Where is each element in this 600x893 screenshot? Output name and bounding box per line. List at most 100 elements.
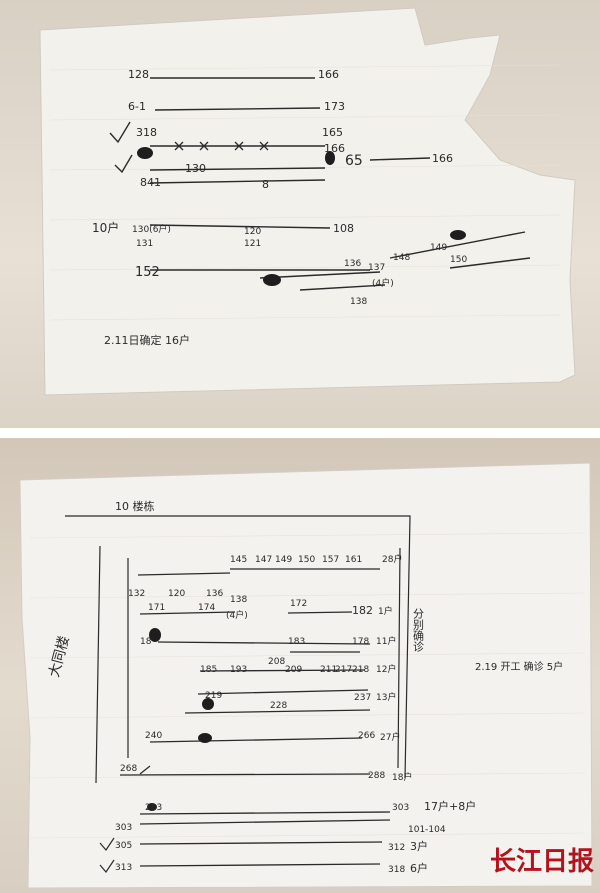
- top-row3-right: 165: [322, 126, 343, 139]
- top-line-9: [259, 271, 381, 279]
- bottom-sheet-drawing: 10 楼栋 大同楼 145 147 149 150 157 161 28户 13…: [19, 462, 593, 889]
- row2-tail: 1户: [378, 605, 393, 617]
- row11-left: 313: [115, 863, 132, 873]
- top-row6-left: 130(6户): [132, 223, 171, 235]
- top-line-10: [299, 284, 386, 291]
- top-row2-left: 6-1: [128, 100, 146, 113]
- row8-tail: 17户+8户: [424, 799, 476, 813]
- top-row7-right2: 137: [368, 263, 385, 273]
- row2-right: 182: [352, 604, 373, 617]
- row1-mid2: 136: [206, 589, 223, 599]
- check-mark-1: [109, 121, 131, 144]
- bottom-heading: 10 楼栋: [115, 499, 155, 513]
- row3-mid1: 183: [288, 637, 305, 647]
- ink-blot-3: [263, 274, 281, 286]
- row9-left: 303: [115, 823, 132, 833]
- row4-mid1: 193: [230, 665, 247, 675]
- row3-left: 18: [140, 637, 152, 647]
- top-line-2: [154, 107, 321, 111]
- top-row6-left2: 131: [136, 239, 153, 249]
- top-row7-far1: 148: [393, 253, 410, 263]
- top-line-7: [149, 224, 331, 229]
- top-row6-mid2: 121: [244, 239, 261, 249]
- bottom-note: 2.19 开工 确诊 5户: [475, 660, 563, 673]
- row4-mid3: 209: [285, 665, 302, 675]
- top-photo: 128 166 6-1 173 318 165 166 65 166 841 1…: [0, 0, 600, 428]
- top-sheet-drawing: 128 166 6-1 173 318 165 166 65 166 841 1…: [39, 7, 576, 396]
- row2-mid2: 172: [290, 599, 307, 609]
- top-row3-left: 318: [136, 126, 157, 139]
- top-row7-far3: 150: [450, 255, 467, 265]
- row6-left: 240: [145, 731, 162, 741]
- row0-mid2: 149: [275, 555, 292, 565]
- row10-tail: 3户: [410, 839, 428, 853]
- top-row5-left: 841: [140, 176, 161, 189]
- frame-inner-right: [397, 547, 401, 769]
- top-row5-mid2: 8: [262, 178, 269, 191]
- top-row6-label: 10户: [92, 220, 119, 235]
- row0-mid1: 147: [255, 555, 272, 565]
- frame-left: [95, 545, 101, 784]
- bottom-paper: [19, 462, 593, 889]
- row1-mid1: 120: [168, 589, 185, 599]
- top-row7-right1: 136: [344, 259, 361, 269]
- top-row1-left: 128: [128, 68, 149, 81]
- top-row6-right: 108: [333, 222, 354, 235]
- row5-right: 237: [354, 693, 371, 703]
- row2-left: 171: [148, 603, 165, 613]
- row6-right: 266: [358, 731, 375, 741]
- check-mark-2: [114, 154, 133, 174]
- row2-mid1: 174: [198, 603, 215, 613]
- row0-mid5: 161: [345, 555, 362, 565]
- row1-left: 132: [128, 589, 145, 599]
- row7-left: 268: [120, 764, 137, 774]
- top-row4-right: 166: [324, 142, 345, 155]
- top-line-11: [389, 231, 526, 259]
- top-row5-mid1: 130: [185, 162, 206, 175]
- row10-left: 305: [115, 841, 132, 851]
- bottom-photo: 10 楼栋 大同楼 145 147 149 150 157 161 28户 13…: [0, 438, 600, 893]
- row0-mid4: 157: [322, 555, 339, 565]
- top-row4-mid: 65: [345, 153, 363, 169]
- row4-mid2: 208: [268, 657, 285, 667]
- row7-right: 288: [368, 771, 385, 781]
- row4-mid5: 217: [335, 665, 352, 675]
- top-line-5: [149, 179, 326, 184]
- row5-mid1: 228: [270, 701, 287, 711]
- ink-blot-1: [137, 147, 153, 159]
- top-line-6: [369, 157, 431, 161]
- top-row4-far: 166: [432, 152, 453, 165]
- photo-divider: [0, 428, 600, 438]
- row5-tail: 13户: [376, 691, 396, 703]
- row5-left: 219: [205, 691, 222, 701]
- row6-tail: 27户: [380, 731, 400, 743]
- top-row7-right3: (4户): [372, 277, 394, 289]
- row11-right: 318: [388, 865, 405, 875]
- vertical-label: 分别确诊: [412, 608, 425, 653]
- row3-right: 178: [352, 637, 369, 647]
- row11-tail: 6户: [410, 861, 428, 875]
- row4-right: 218: [352, 665, 369, 675]
- top-note: 2.11日确定 16户: [104, 333, 190, 347]
- row4-tail: 12户: [376, 663, 396, 675]
- ink-blot-4: [450, 230, 466, 240]
- row10-right: 312: [388, 843, 405, 853]
- top-row7-far2: 149: [430, 243, 447, 253]
- row8-left: 283: [145, 803, 162, 813]
- top-line-4: [149, 167, 326, 171]
- row1-below2: (4户): [226, 609, 248, 621]
- paper-sheet: [39, 7, 576, 396]
- row3-tail: 11户: [376, 635, 396, 647]
- row7-tail: 18户: [392, 771, 412, 783]
- row0-right: 28户: [382, 553, 402, 565]
- top-row7-below: 138: [350, 297, 367, 307]
- row4-mid4: 211: [320, 665, 337, 675]
- ink-blot-2: [325, 151, 335, 165]
- top-row1-right: 166: [318, 68, 339, 81]
- row0-left: 145: [230, 555, 247, 565]
- row0-mid3: 150: [298, 555, 315, 565]
- row4-left: 185: [200, 665, 217, 675]
- frame-outer: [65, 515, 411, 779]
- row8-right: 303: [392, 803, 409, 813]
- top-row2-right: 173: [324, 100, 345, 113]
